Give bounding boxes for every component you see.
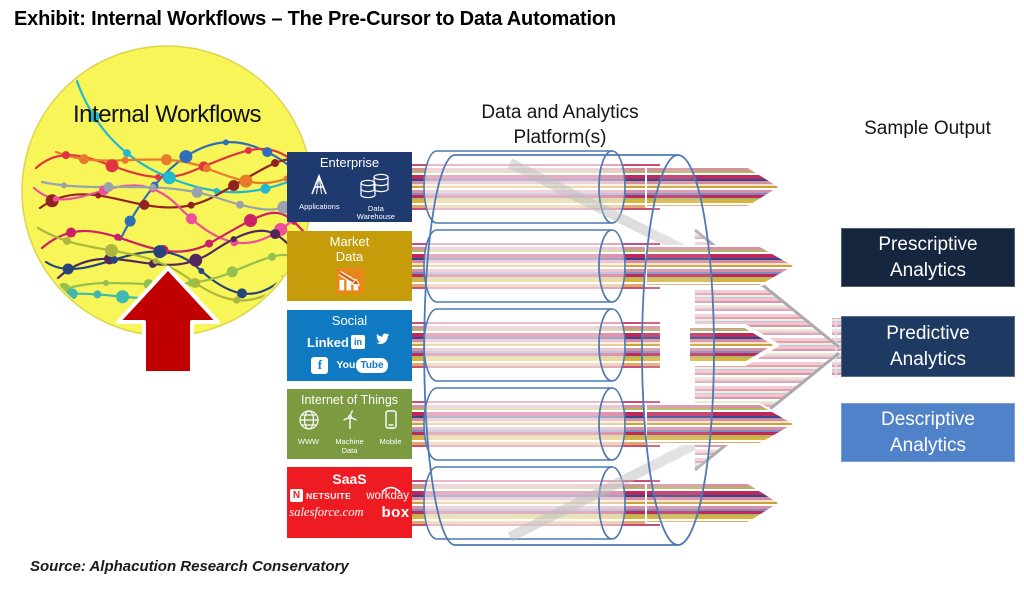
output-box-prescriptive: Prescriptive Analytics (841, 228, 1015, 287)
striped-output-arrows (645, 166, 796, 524)
box-logo: box (381, 504, 410, 522)
data-warehouse-label: Data Warehouse (356, 203, 395, 222)
machine-data-turbine-icon (338, 408, 362, 437)
shadow-diagonals (507, 158, 703, 542)
platform-title-line2: Platform(s) (513, 127, 607, 149)
social-title: Social (331, 313, 368, 328)
big-platform-cylinder (423, 154, 715, 546)
output-box-predictive: Predictive Analytics (841, 316, 1015, 377)
output-box-descriptive: Descriptive Analytics (841, 403, 1015, 462)
declining-bar-chart-icon (335, 268, 364, 298)
facebook-icon: f (311, 356, 329, 374)
source-box-iot: Internet of Things WWW (287, 389, 412, 459)
www-label: WWW (297, 437, 320, 447)
source-note: Source: Alphacution Research Conservator… (30, 558, 349, 575)
twitter-icon (373, 332, 392, 353)
www-globe-icon (297, 408, 321, 437)
platform-cylinders (423, 150, 626, 540)
mobile-phone-icon (379, 408, 403, 437)
workflow-squiggles (32, 56, 308, 304)
netsuite-logo: N NETSUITE (289, 489, 351, 503)
platform-title: Data and Analytics Platform(s) (430, 100, 690, 150)
applications-icon (306, 173, 332, 202)
salesforce-logo: salesforce.com (289, 505, 364, 520)
workflow-bubble-label: Internal Workflows (73, 101, 261, 128)
source-box-saas: SaaS N NETSUITE workday salesforce.com b… (287, 467, 412, 538)
sample-output-title: Sample Output (864, 118, 991, 139)
market-data-title: Market Data (329, 234, 370, 264)
source-box-enterprise: Enterprise Applications (287, 152, 412, 222)
data-flow-art (412, 150, 842, 546)
platform-title-line1: Data and Analytics (481, 102, 639, 123)
saas-title: SaaS (332, 471, 367, 487)
iot-title: Internet of Things (300, 393, 399, 407)
up-arrow (116, 266, 220, 375)
linkedin-logo: Linked in (307, 335, 365, 350)
workday-logo: workday (366, 486, 409, 502)
machine-data-label: Machine Data (335, 437, 364, 455)
exhibit-title: Exhibit: Internal Workflows – The Pre-Cu… (14, 8, 616, 30)
source-box-social: Social Linked in f You Tube (287, 310, 412, 381)
data-warehouse-icon (360, 173, 392, 204)
mobile-label: Mobile (379, 437, 402, 447)
enterprise-title: Enterprise (319, 155, 380, 170)
source-box-market-data: Market Data (287, 231, 412, 301)
internal-workflows-art (21, 45, 313, 375)
youtube-logo: You Tube (336, 357, 388, 373)
applications-label: Applications (299, 201, 340, 211)
